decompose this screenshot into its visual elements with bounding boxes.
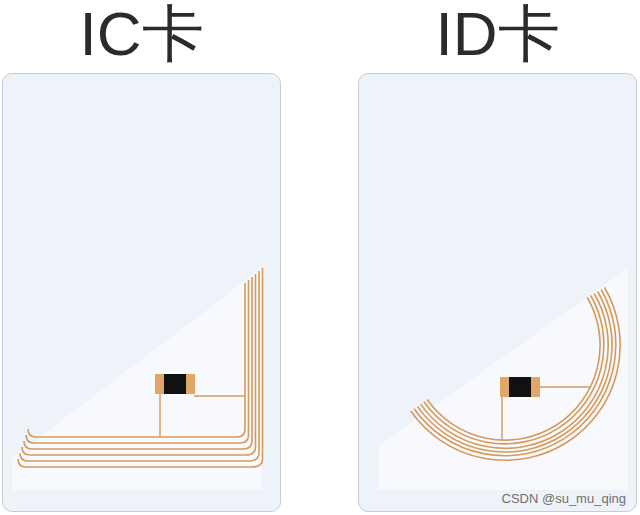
card-ground — [3, 74, 281, 512]
chip — [500, 377, 540, 397]
card-ground — [359, 74, 637, 512]
chip — [155, 374, 195, 394]
card-outline: IC卡 — [2, 73, 281, 512]
inlay-area — [378, 268, 628, 490]
inlay-area — [12, 268, 262, 490]
card-heading: ID卡 — [436, 0, 560, 70]
card-heading: IC卡 — [80, 0, 204, 70]
heading-row: IC卡 — [3, 0, 280, 70]
heading-row: ID卡 — [359, 0, 636, 70]
card-outline: ID卡 — [358, 73, 637, 512]
watermark: CSDN @su_mu_qing — [502, 491, 626, 506]
antenna-coil — [18, 268, 263, 467]
coil-wire — [160, 392, 245, 437]
antenna-coil — [411, 288, 620, 461]
